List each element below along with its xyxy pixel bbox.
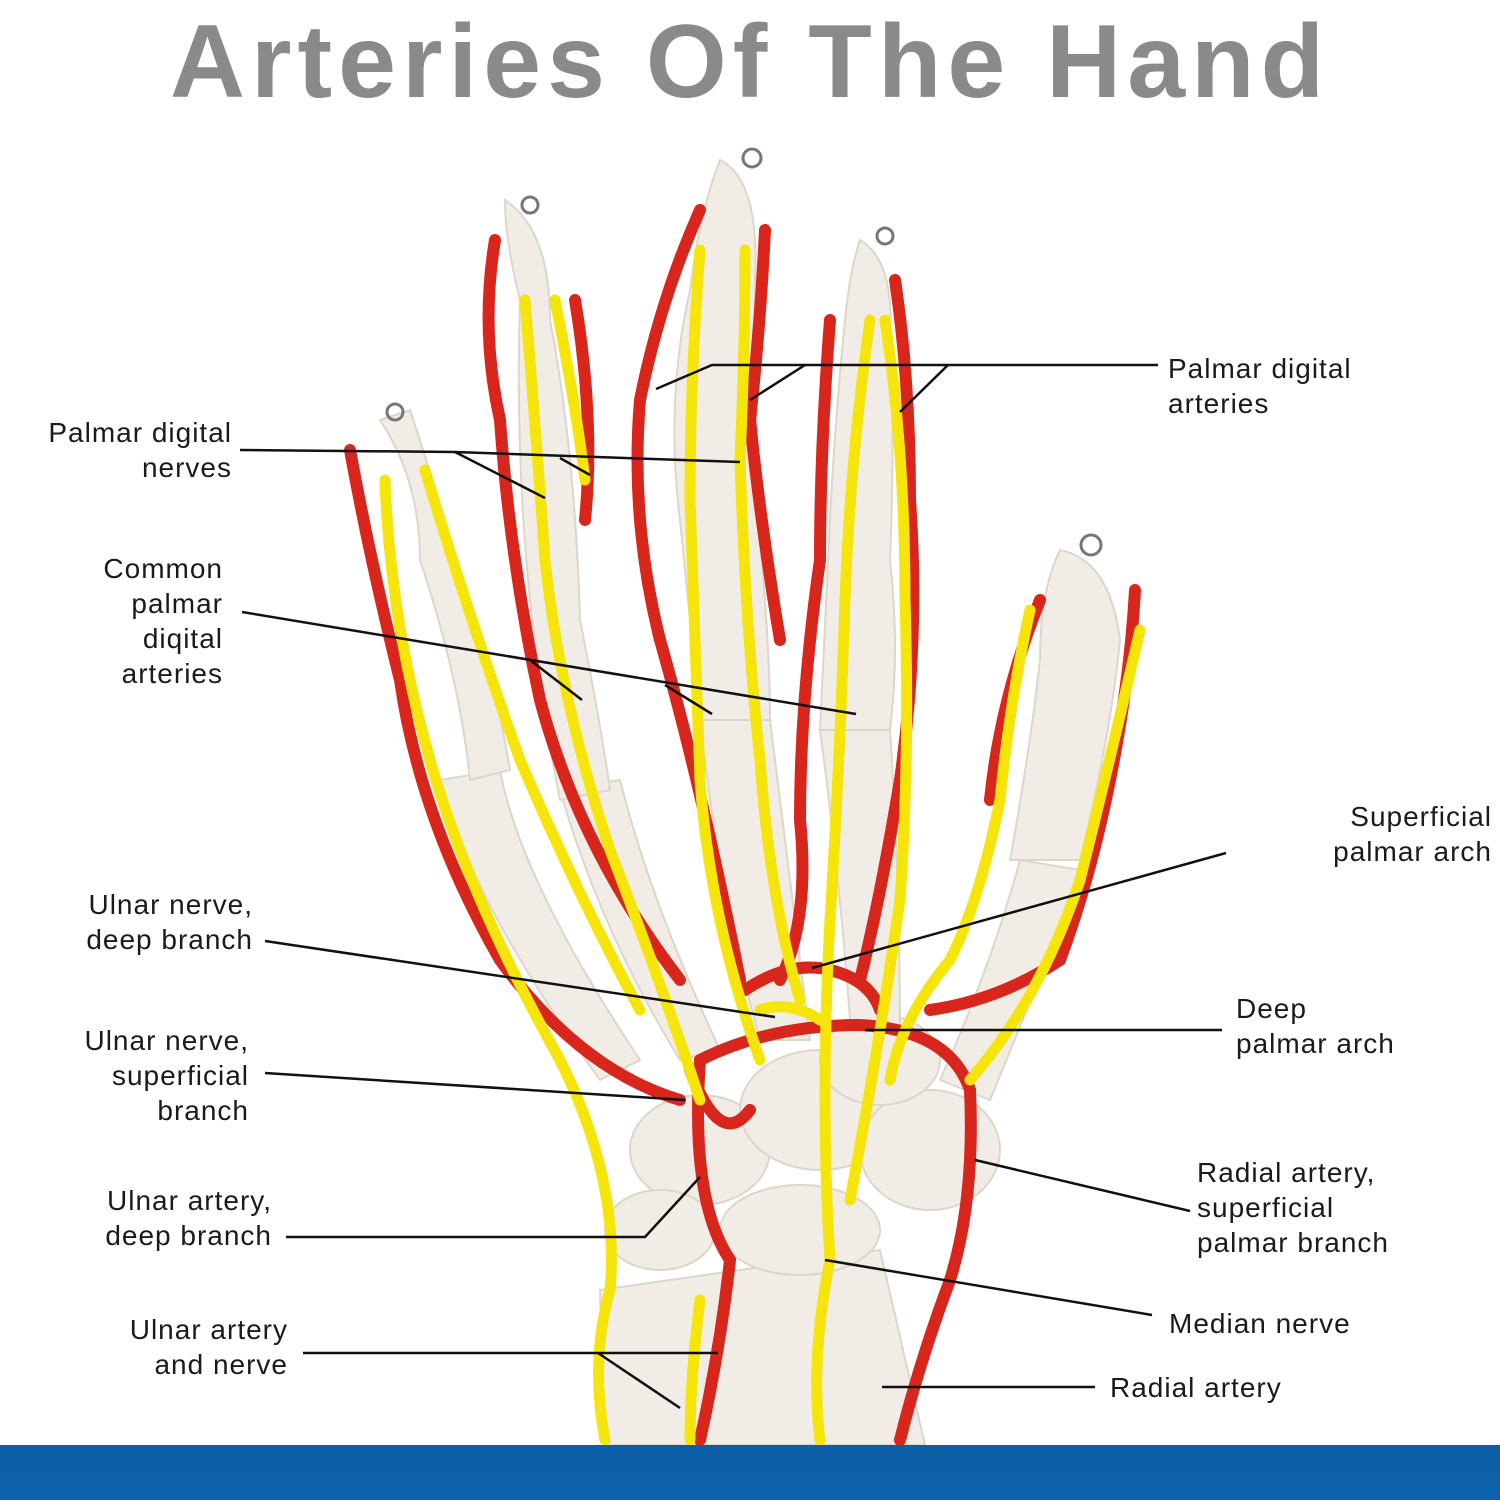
label-deep-palmar-arch: Deep palmar arch: [1236, 993, 1395, 1059]
footer-band: [0, 1445, 1500, 1500]
label-ulnar-artery-deep-branch: Ulnar artery, deep branch: [105, 1185, 272, 1251]
label-ulnar-artery-and-nerve: Ulnar artery and nerve: [129, 1314, 288, 1380]
label-ulnar-nerve-deep-branch: Ulnar nerve, deep branch: [86, 889, 253, 955]
label-radial-artery-superficial-palmar-branch: Radial artery, superficial palmar branch: [1197, 1157, 1389, 1258]
label-superficial-palmar-arch: Superficial palmar arch: [1333, 801, 1492, 867]
label-palmar-digital-nerves: Palmar digital nerves: [48, 417, 232, 483]
label-ulnar-nerve-superficial-branch: Ulnar nerve, superficial branch: [84, 1025, 249, 1126]
arteries: [344, 204, 1141, 1446]
label-palmar-digital-arteries: Palmar digital arteries: [1168, 353, 1352, 419]
label-radial-artery: Radial artery: [1110, 1372, 1282, 1403]
label-median-nerve: Median nerve: [1169, 1308, 1351, 1339]
label-common-palmar-digital-arteries: Common palmar diqital arteries: [103, 553, 223, 689]
leader-lines: [239, 363, 1227, 1410]
fingertip-screws: [385, 147, 1103, 557]
page-title: Arteries Of The Hand: [169, 4, 1331, 120]
nerves: [379, 244, 1146, 1446]
